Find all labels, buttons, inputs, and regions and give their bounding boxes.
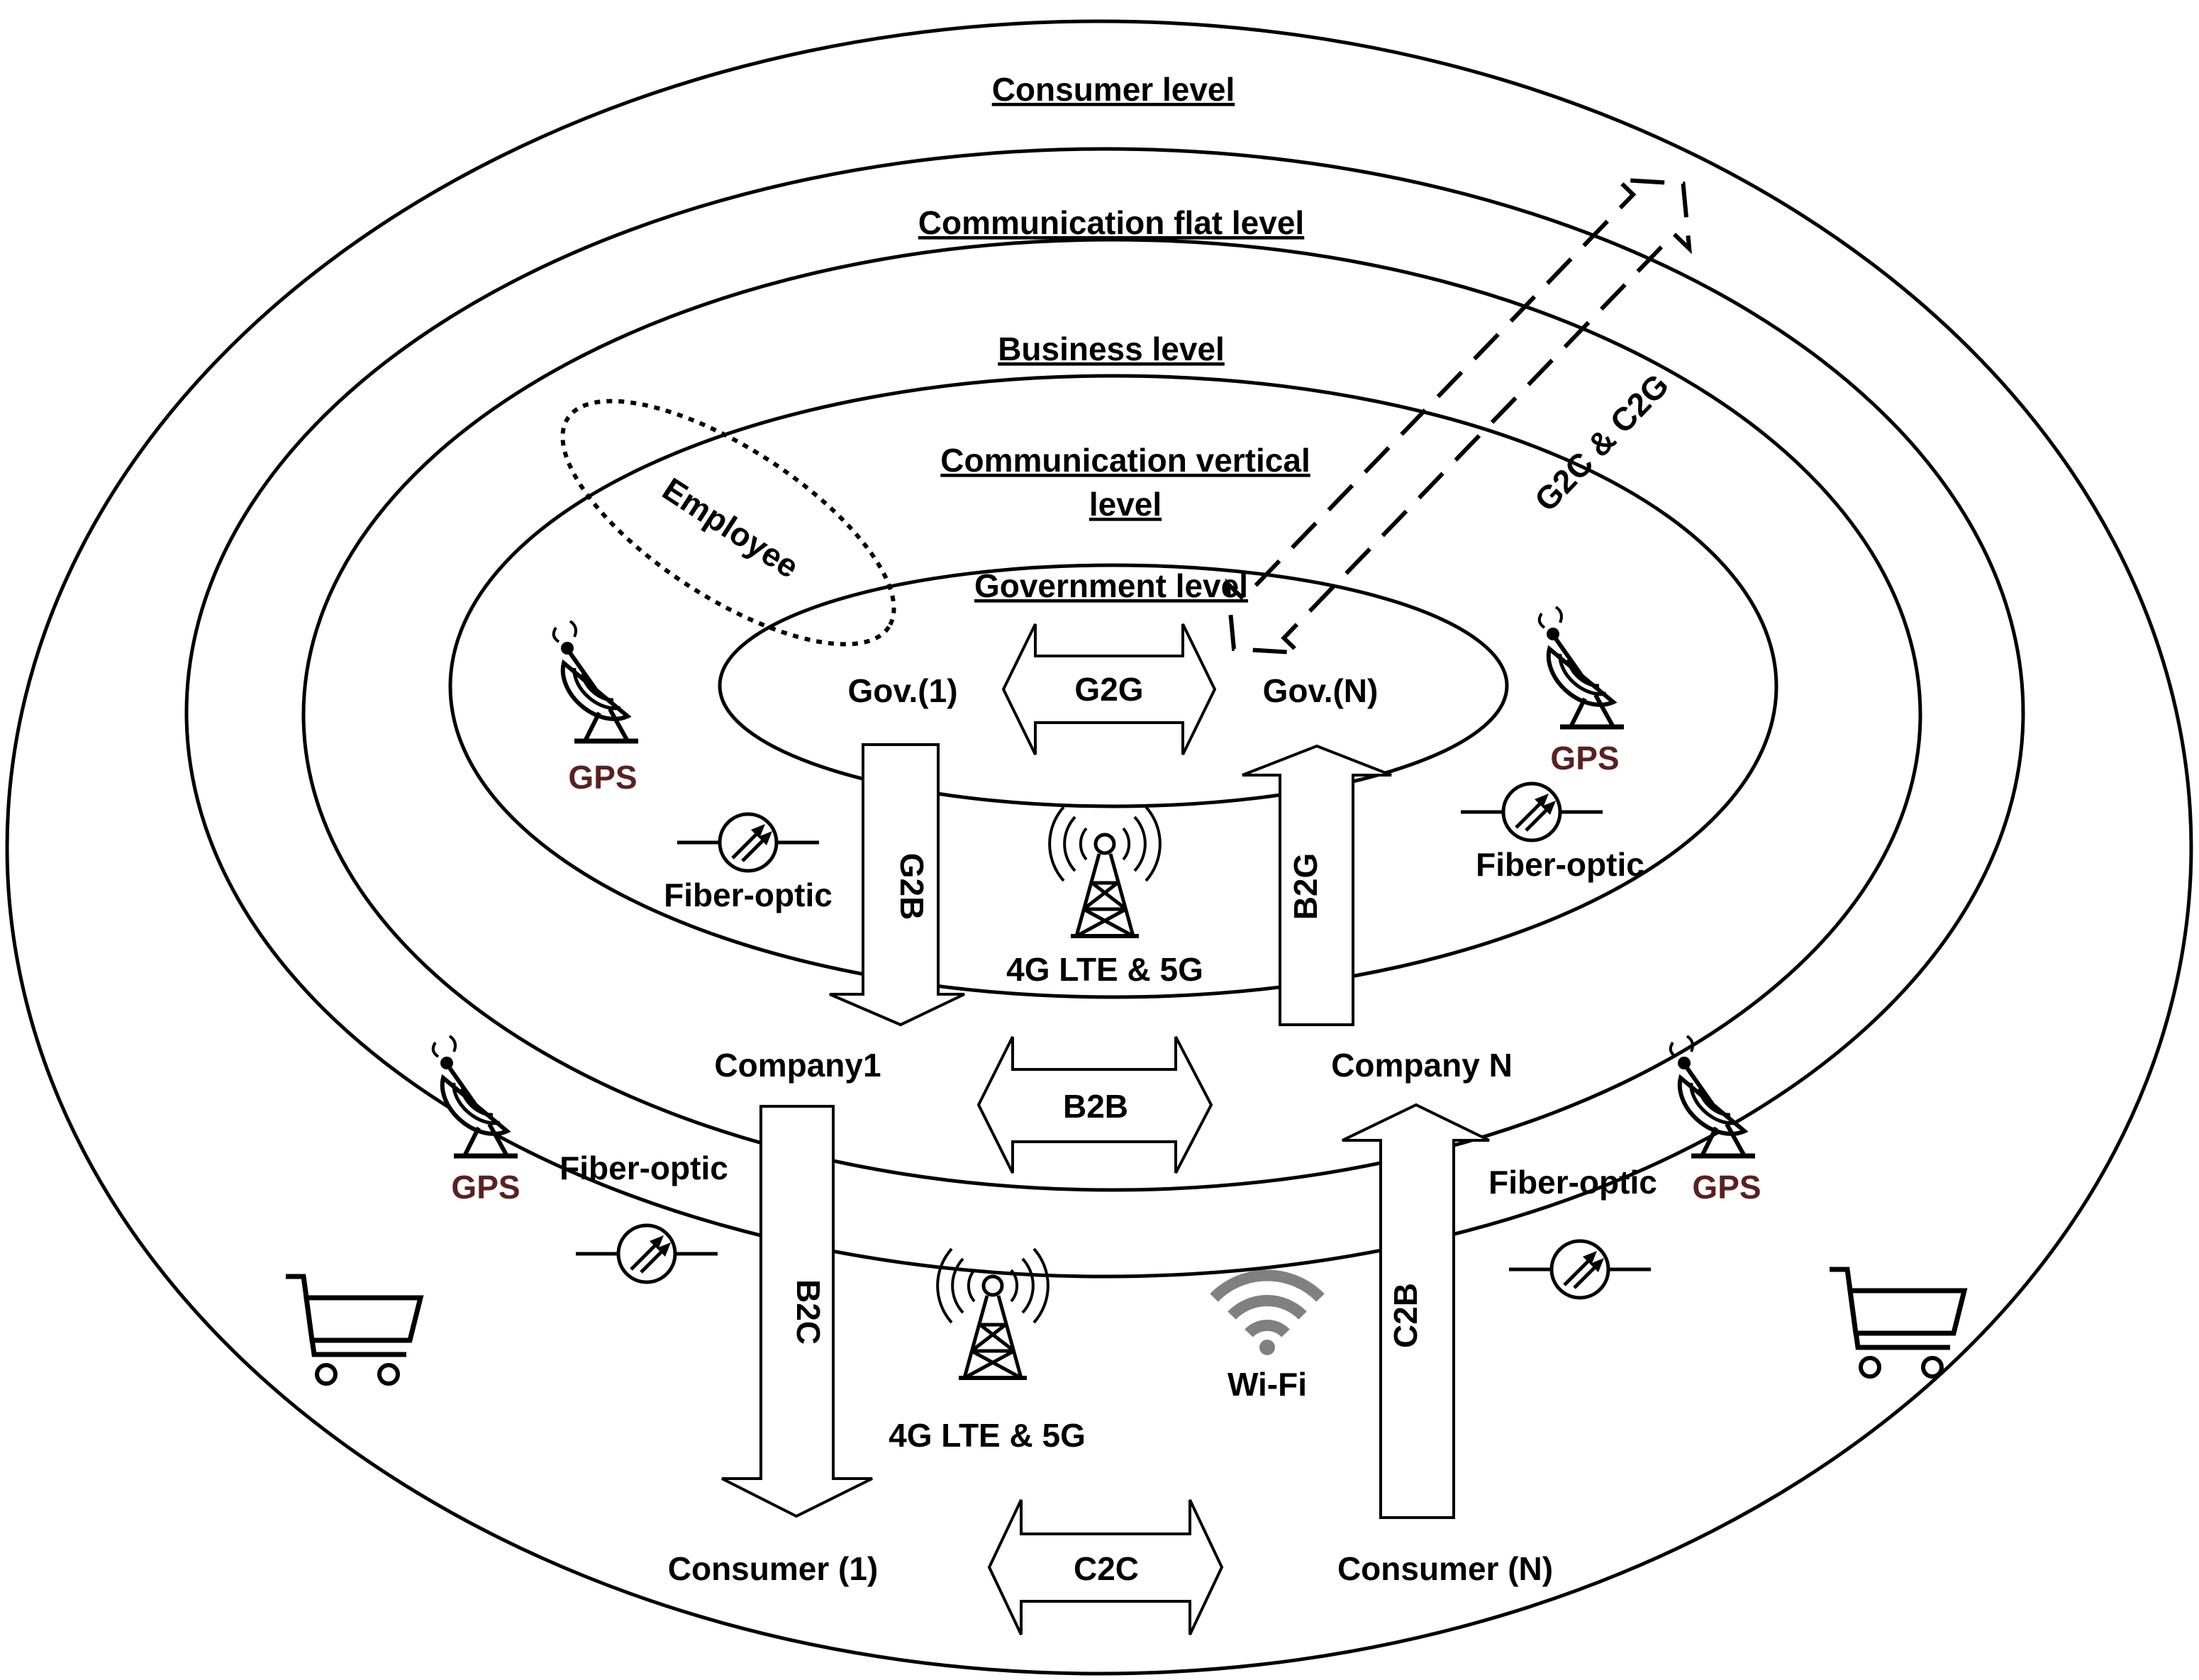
- c2c-label: C2C: [1074, 1550, 1139, 1587]
- communication-vertical-level-ring: [448, 374, 1778, 999]
- g2b-arrow: [829, 743, 965, 1027]
- b2b-arrow: [976, 1036, 1213, 1174]
- company-1-label: Company1: [714, 1047, 881, 1084]
- gps-label-outer-right: GPS: [1692, 1169, 1761, 1206]
- b2c-label: B2C: [790, 1279, 827, 1345]
- gps-label-outer-left: GPS: [451, 1169, 520, 1206]
- wifi-icon: [1214, 1275, 1320, 1355]
- consumer-level-title: Consumer level: [992, 71, 1235, 108]
- g2c-c2g-arrow: [1225, 177, 1692, 655]
- fiber-optic-label-outer-left: Fiber-optic: [560, 1150, 728, 1186]
- fiber-optic-icon: [576, 1225, 718, 1282]
- b2g-arrow: [1242, 744, 1392, 1026]
- b2c-arrow: [721, 1105, 873, 1518]
- cell-tower-icon: [1050, 807, 1160, 936]
- fiber-optic-label-inner-left: Fiber-optic: [664, 877, 833, 913]
- b2g-label: B2G: [1287, 853, 1324, 920]
- company-n-label: Company N: [1331, 1047, 1513, 1084]
- consumer-1-label: Consumer (1): [668, 1550, 878, 1587]
- business-level-ring: [301, 238, 1922, 1192]
- communication-flat-level-ring: [184, 147, 2025, 1279]
- c2b-arrow: [1342, 1103, 1490, 1519]
- shopping-cart-icon: [1830, 1269, 1964, 1376]
- government-level-ring: [718, 563, 1509, 808]
- satellite-dish-icon: [1540, 607, 1624, 727]
- gov-n-label: Gov.(N): [1263, 672, 1379, 709]
- gps-label-inner-right: GPS: [1550, 740, 1619, 777]
- communication-vertical-level-title-line2: level: [1089, 486, 1162, 523]
- fiber-optic-label-inner-right: Fiber-optic: [1476, 846, 1644, 883]
- fiber-optic-label-outer-right: Fiber-optic: [1488, 1164, 1657, 1201]
- communication-flat-level-title: Communication flat level: [918, 204, 1304, 241]
- g2c-c2g-label: G2C & C2G: [1527, 367, 1676, 518]
- g2g-label: G2G: [1074, 671, 1143, 708]
- b2b-label: B2B: [1063, 1088, 1128, 1125]
- fiber-optic-icon: [1461, 784, 1603, 840]
- cellular-label-outer: 4G LTE & 5G: [889, 1417, 1086, 1454]
- government-level-title: Government level: [974, 567, 1248, 604]
- cellular-label-inner: 4G LTE & 5G: [1006, 951, 1203, 988]
- fiber-optic-icon: [677, 814, 819, 871]
- gov-1-label: Gov.(1): [847, 672, 957, 709]
- employee-label: Employee: [656, 470, 806, 585]
- c2b-label: C2B: [1387, 1283, 1424, 1348]
- fiber-optic-icon: [1509, 1241, 1651, 1298]
- wifi-label: Wi-Fi: [1227, 1366, 1307, 1403]
- consumer-n-label: Consumer (N): [1337, 1550, 1553, 1587]
- c2c-arrow: [987, 1499, 1224, 1635]
- satellite-dish-icon: [1671, 1036, 1755, 1156]
- g2g-arrow: [1001, 623, 1217, 755]
- communication-vertical-level-title-line1: Communication vertical: [940, 442, 1310, 479]
- employee-group-outline: [560, 399, 896, 647]
- g2b-label: G2B: [893, 853, 930, 920]
- business-level-title: Business level: [998, 330, 1225, 367]
- consumer-level-ring: [5, 19, 2193, 1676]
- gps-label-inner-left: GPS: [568, 759, 637, 796]
- satellite-dish-icon: [554, 621, 638, 741]
- shopping-cart-icon: [286, 1276, 421, 1384]
